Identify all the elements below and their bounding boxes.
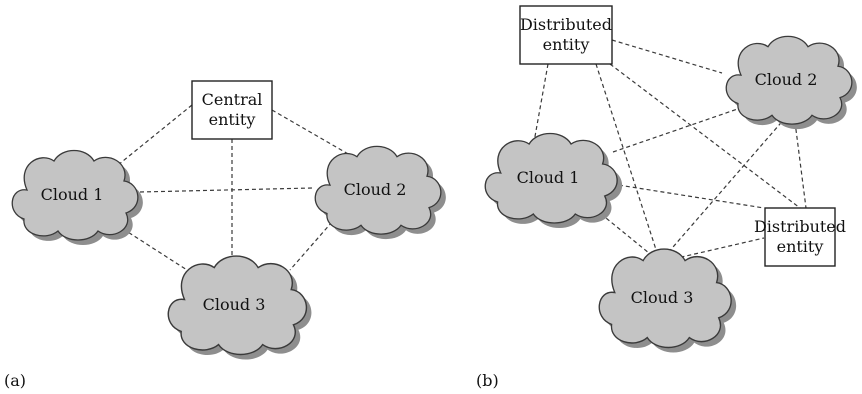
entity-label-line: Distributed xyxy=(754,217,846,236)
cloud-node-b-c3: Cloud 3 xyxy=(598,248,737,353)
dashed-link-a-central-c1 xyxy=(117,104,193,166)
cloud-label: Cloud 2 xyxy=(755,70,818,89)
entity-box xyxy=(191,80,273,140)
panel-label-b: (b) xyxy=(476,371,499,390)
dashed-link-a-c2-c3 xyxy=(289,221,333,271)
entity-box xyxy=(764,207,836,267)
cloud-label: Cloud 1 xyxy=(41,185,104,204)
entity-label-line: entity xyxy=(543,35,590,54)
entity-label-line: Distributed xyxy=(520,15,612,34)
cloud-node-a-c3: Cloud 3 xyxy=(167,255,312,360)
cloud-node-b-c2: Cloud 2 xyxy=(725,35,857,130)
cloud-node-b-c1: Cloud 1 xyxy=(484,132,623,228)
dashed-link-b-c2-d2 xyxy=(794,121,807,209)
entity-label-line: entity xyxy=(209,110,256,129)
entity-box xyxy=(519,5,613,65)
cloud-node-a-c1: Cloud 1 xyxy=(11,149,143,245)
cloud-label: Cloud 3 xyxy=(203,295,266,314)
entity-label-line: Central xyxy=(202,90,263,109)
cloud-node-a-c2: Cloud 2 xyxy=(314,145,446,240)
dashed-link-b-c1-c2 xyxy=(612,103,753,153)
dashed-link-b-c1-d2 xyxy=(611,183,765,209)
dashed-link-b-d1-c1 xyxy=(533,63,549,143)
dashed-link-b-d1-c2 xyxy=(611,39,723,74)
cloud-label: Cloud 3 xyxy=(631,288,694,307)
dashed-link-a-c1-c2 xyxy=(139,187,313,193)
panel-label-a: (a) xyxy=(4,371,26,390)
cloud-label: Cloud 1 xyxy=(517,168,580,187)
dashed-link-a-central-c2 xyxy=(271,109,351,156)
cloud-label: Cloud 2 xyxy=(344,180,407,199)
entity-label-line: entity xyxy=(777,237,824,256)
dashed-link-b-d1-d2 xyxy=(609,63,801,209)
